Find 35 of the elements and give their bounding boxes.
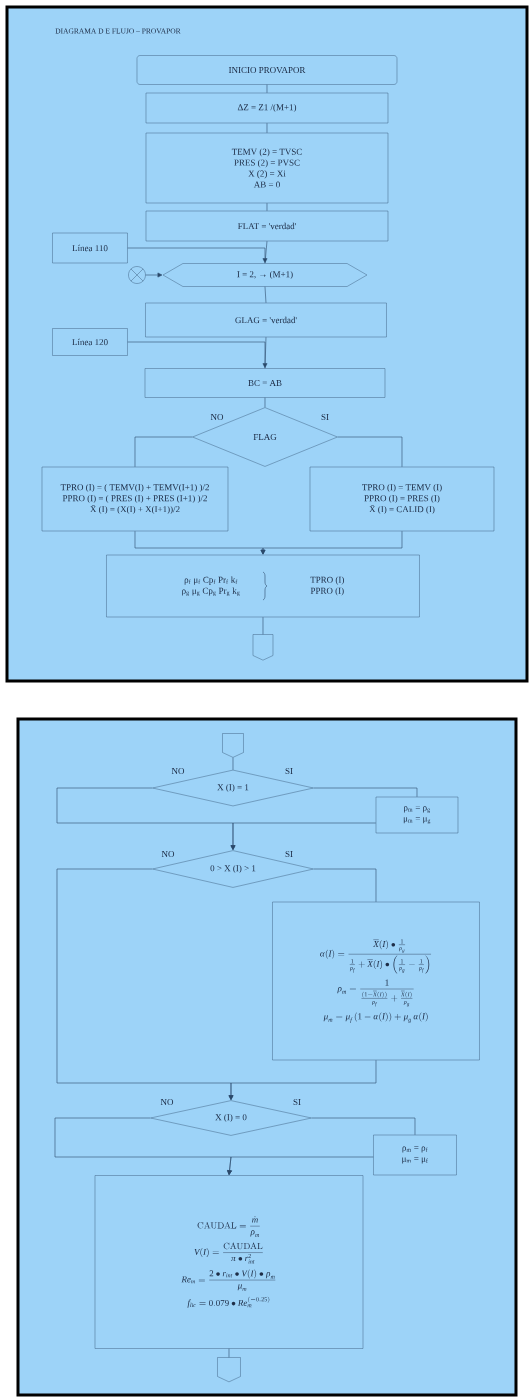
start-box: INICIO PROVAPOR — [136, 55, 398, 85]
arrow — [127, 247, 268, 263]
edge-label: NO — [160, 1099, 174, 1105]
formula-box: $\alpha(I) = \frac{\overline{X}(I) \bullet \frac{1}{\rho_g}}{\frac{1}{\rho_f} + \overline{X}(I) \bullet \left(\frac{1}{\rho_g} - \frac{1}{\rho_f}\right)}$ $\rho_m = \frac{1}{\frac{(1 - \overline{X}(I))}{\rho_f} + \frac{\overline{X}(I)}{\rho_g}}$ $\mu_m = \mu_f\,(1 - \alpha(I)) + \mu_g\,\alpha(I)$ — [272, 901, 480, 1061]
off-page-connector — [217, 1357, 241, 1383]
loop-hexagon: I = 2, → (M+1) — [162, 263, 368, 287]
edge-label: NO — [161, 851, 175, 857]
edge-label: NO — [210, 414, 224, 421]
process-box: ρ$_{f}$ μ$_{f}$ Cp$_{f}$ Pr$_{f}$ k$_{f}$ ρ$_{g}$ μ$_{g}$ Cp$_{g}$ Pr$_{g}$ k$_{g}$ TPRO (I) PPRO (I) — [106, 554, 420, 618]
note-box: Línea 120 — [52, 328, 128, 356]
arrow — [227, 1156, 374, 1175]
edge-label: SI — [285, 851, 293, 857]
off-page-connector — [222, 733, 244, 758]
arrow — [145, 272, 163, 278]
off-page-connector — [252, 634, 274, 661]
connector-circle — [128, 266, 146, 284]
process-box: TPRO (I) = TEMV (I) PPRO (I) = PRES (I) X̄ (I) = CALID (I) — [309, 466, 495, 532]
formula-box: $\mathrm{CAUDAL} = \frac{\dot{m}}{\rho_m}$ $V(I) = \frac{\mathrm{CAUDAL}}{\pi \bullet r_{int}^{2}}$ $Re_m = \frac{2 \bullet r_{int} \bullet V(I) \bullet \rho_m}{\mu_m}$ $f_{lic} = 0.079 \bullet Re_m^{(-0.25)}$ — [94, 1175, 364, 1349]
process-box: TEMV (2) = TVSC PRES (2) = PVSC X (2) = Xi AB = 0 — [145, 132, 389, 204]
process-box: FLAT = 'verdad' — [145, 210, 389, 242]
process-box: ρ$_{m}$ = ρ$_{g}$ μ$_{m}$ = μ$_{g}$ — [375, 796, 459, 834]
process-box: BC = AB — [144, 368, 386, 398]
edge-label: SI — [293, 1099, 301, 1105]
arrow — [230, 822, 377, 850]
arrow — [228, 1059, 377, 1100]
arrow — [127, 341, 268, 368]
note-box: Línea 110 — [52, 232, 128, 264]
process-box: TPRO (I) = ( TEMV(I) + TEMV(I+1) )/2 PPRO (I) = ( PRES (I) + PRES (I+1) )/2 X̄ (I) = (X(I) + X(I+1))/2 — [41, 466, 229, 532]
process-box: ρ$_{m}$ = ρ$_{f}$ μ$_{m}$ = μ$_{f}$ — [373, 1134, 457, 1176]
process-box: GLAG = 'verdad' — [145, 302, 387, 338]
edge-label: SI — [285, 768, 293, 774]
process-box: ΔZ = Z1 /(M+1) — [145, 92, 389, 124]
edge-label: NO — [171, 768, 185, 774]
edge-label: SI — [321, 414, 329, 421]
arrow — [260, 530, 403, 555]
